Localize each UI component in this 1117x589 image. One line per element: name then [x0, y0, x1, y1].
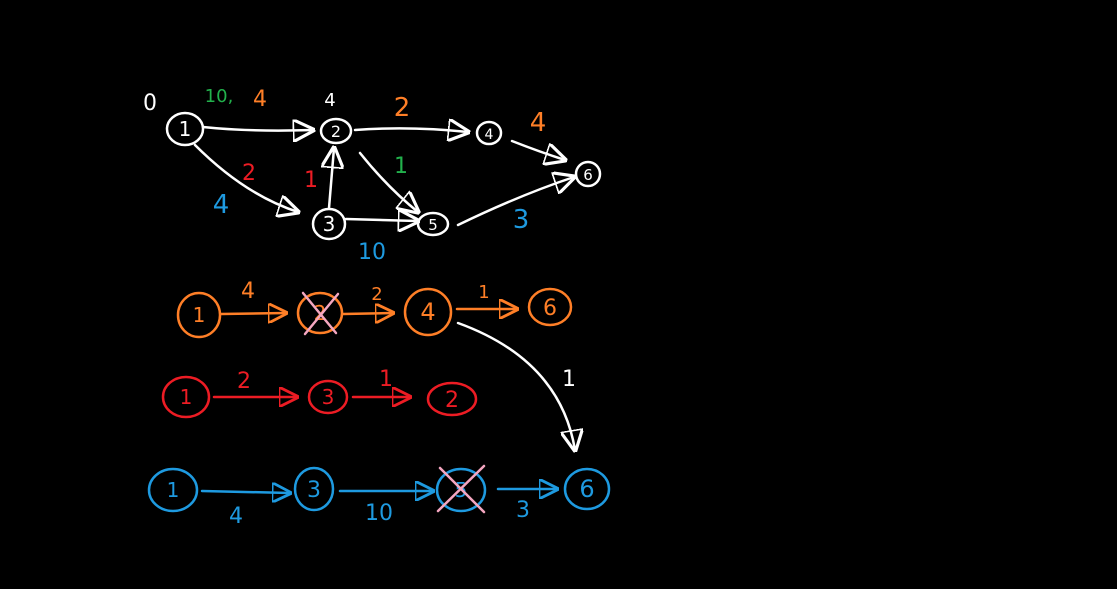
- blue-node-3: 3: [293, 466, 335, 512]
- orange-path: 1 2 4 6 4 2 1: [176, 279, 573, 339]
- orange-edge-1: [219, 313, 286, 314]
- node-6: 6: [574, 160, 602, 188]
- svg-text:2: 2: [331, 122, 341, 141]
- weight-2-4-orange: 2: [394, 93, 411, 123]
- edge-2-5: [358, 151, 418, 212]
- branch: 1: [456, 321, 576, 450]
- edge-2-4: [353, 128, 468, 132]
- edge-4-6: [510, 139, 565, 160]
- blue-edge-1: [200, 491, 290, 493]
- edge-1-3: [193, 143, 298, 212]
- branch-edge: [456, 321, 575, 450]
- red-weight-2: 1: [379, 367, 393, 392]
- svg-text:1: 1: [180, 385, 193, 409]
- node-5: 5: [416, 211, 450, 237]
- svg-text:3: 3: [323, 212, 336, 236]
- weight-4-6-orange: 4: [530, 108, 547, 138]
- weight-5-6-blue: 3: [513, 205, 530, 235]
- orange-node-6: 6: [527, 287, 573, 327]
- edge-1-2: [201, 127, 313, 131]
- blue-weight-2: 10: [365, 501, 393, 526]
- svg-text:6: 6: [583, 166, 593, 184]
- weight-1-3-red: 2: [242, 161, 256, 186]
- cross-mark: [436, 464, 486, 514]
- node-4: 4: [475, 120, 503, 146]
- orange-edge-2: [341, 313, 393, 314]
- weight-1-2-orange: 4: [253, 87, 267, 112]
- blue-path: 1 3 5 6 4 10 3: [147, 464, 611, 529]
- svg-text:1: 1: [179, 117, 192, 141]
- blue-weight-1: 4: [229, 504, 243, 529]
- red-node-2: 2: [426, 381, 478, 417]
- edge-3-5: [344, 219, 418, 221]
- weight-1-2-green: 10,: [205, 86, 234, 107]
- edge-3-2: [329, 148, 334, 210]
- blue-node-1: 1: [147, 467, 199, 513]
- svg-text:4: 4: [420, 298, 435, 326]
- orange-node-4: 4: [403, 287, 453, 337]
- branch-weight: 1: [562, 367, 576, 392]
- graph: 1 2 3 4 5 6 0 4 10, 4 2 4 1 1 2 1: [143, 86, 602, 265]
- red-path: 1 3 2 2 1: [161, 367, 478, 419]
- red-node-1: 1: [161, 375, 211, 419]
- blue-node-5-crossed: 5: [435, 464, 487, 514]
- orange-weight-1: 4: [241, 279, 255, 304]
- orange-node-2-crossed: 2: [296, 291, 344, 336]
- orange-node-1: 1: [176, 291, 222, 339]
- weight-2-5-green: 1: [394, 154, 408, 179]
- svg-text:1: 1: [193, 303, 206, 327]
- cross-mark: [301, 291, 340, 336]
- weight-1-3-blue: 4: [213, 190, 230, 220]
- weight-3-2-red: 1: [304, 168, 318, 193]
- svg-text:3: 3: [322, 385, 335, 409]
- node-1: 1: [165, 111, 205, 147]
- blue-weight-3: 3: [516, 498, 530, 523]
- edge-5-6: [456, 177, 574, 227]
- svg-text:5: 5: [428, 216, 438, 234]
- red-weight-1: 2: [237, 369, 251, 394]
- red-node-3: 3: [307, 379, 349, 415]
- svg-text:2: 2: [445, 388, 459, 413]
- svg-text:6: 6: [543, 296, 557, 321]
- weight-3-5-blue: 10: [358, 240, 386, 265]
- svg-text:3: 3: [307, 478, 321, 503]
- orange-weight-2: 2: [371, 284, 382, 305]
- orange-weight-3: 1: [478, 282, 489, 303]
- node-2: 2: [319, 117, 353, 145]
- svg-text:6: 6: [579, 475, 594, 503]
- start-distance-label: 0: [143, 91, 157, 116]
- node-2-distance-label: 4: [324, 90, 335, 111]
- node-3: 3: [311, 207, 347, 241]
- svg-text:4: 4: [485, 127, 494, 143]
- blue-node-6: 6: [563, 467, 611, 511]
- svg-text:1: 1: [167, 478, 180, 502]
